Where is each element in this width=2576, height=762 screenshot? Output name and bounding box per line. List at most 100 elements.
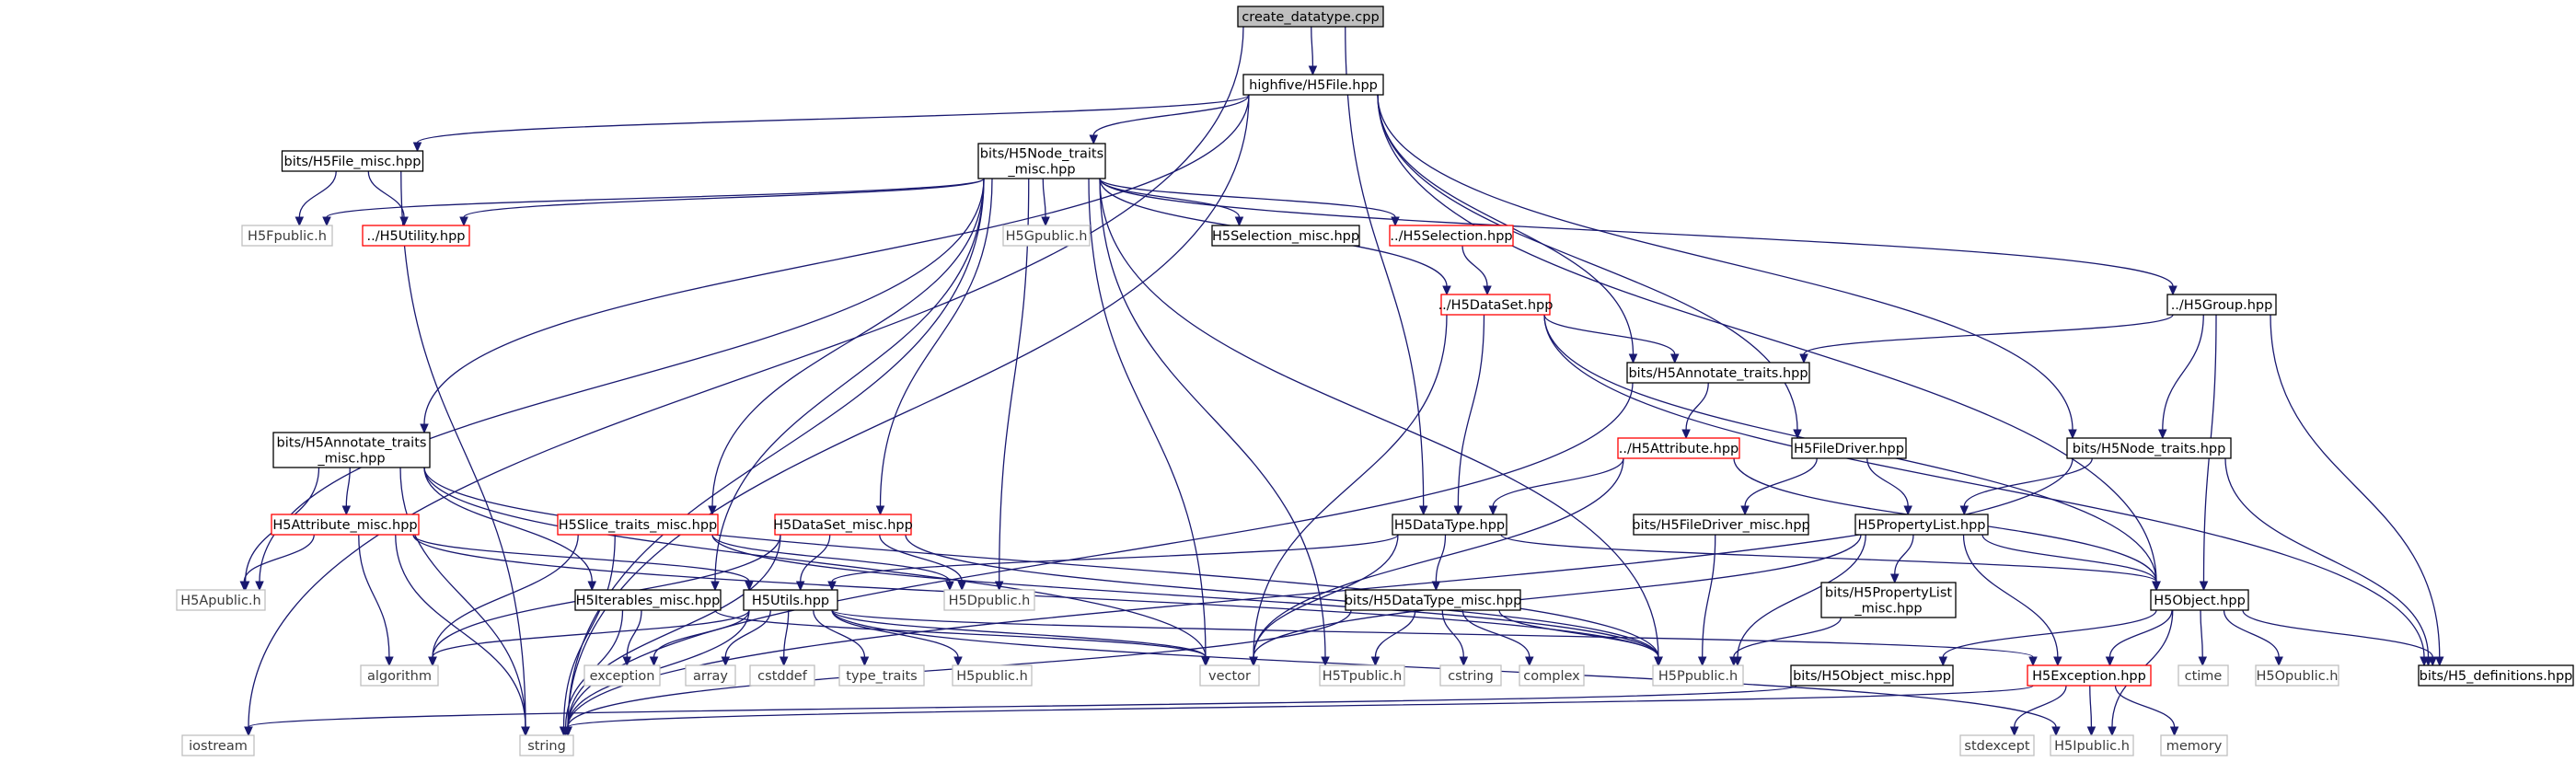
node-h5utils[interactable]: H5Utils.hpp (743, 589, 838, 611)
node-create[interactable]: create_datatype.cpp (1237, 6, 1384, 28)
edge-arrowhead (1938, 656, 1948, 667)
node-h5utility[interactable]: ../H5Utility.hpp (362, 225, 470, 247)
node-box (743, 589, 838, 611)
node-h5group[interactable]: ../H5Group.hpp (2166, 294, 2277, 316)
node-box (1392, 514, 1507, 536)
edge-h5filedriver-to-filedrivermisc (1740, 457, 1818, 516)
edge-arrowhead (2434, 656, 2444, 667)
node-label: highfive/H5File.hpp (1249, 78, 1378, 93)
node-h5filedriver[interactable]: H5FileDriver.hpp (1791, 437, 1907, 459)
node-h5exception[interactable]: H5Exception.hpp (2027, 664, 2152, 687)
node-proplistmisc[interactable]: bits/H5PropertyList_misc.hpp (1820, 582, 1957, 618)
node-datasetmisc[interactable]: H5DataSet_misc.hpp (773, 514, 913, 536)
edge-line (1543, 314, 1676, 355)
node-box (181, 734, 255, 756)
node-box (1319, 664, 1405, 687)
node-box (1199, 664, 1260, 687)
node-label: ../H5Utility.hpp (366, 229, 465, 244)
edge-line (423, 467, 1659, 658)
edge-line (1099, 178, 1659, 658)
node-label: array (693, 669, 728, 684)
node-nodetraits[interactable]: bits/H5Node_traits.hpp (2066, 437, 2232, 459)
edge-line (1737, 534, 1866, 658)
node-h5object[interactable]: H5Object.hpp (2150, 589, 2249, 611)
edge-arrowhead (1654, 656, 1663, 667)
node-annotatetraitsmisc[interactable]: bits/H5Annotate_traits_misc.hpp (272, 432, 431, 468)
edge-nodetraitsmisc-to-selmisc (1099, 178, 1244, 227)
edge-arrowhead (1089, 134, 1099, 145)
node-h5tpublic: H5Tpublic.h (1319, 664, 1405, 687)
node-label: H5Selection_misc.hpp (1212, 229, 1359, 244)
edge-nodetraitsmisc-to-iterablesmisc (710, 178, 985, 592)
edge-arrowhead (827, 581, 837, 592)
edge-arrowhead (1391, 216, 1400, 227)
node-h5dpublic: H5Dpublic.h (943, 589, 1035, 611)
edge-create-to-h5file (1308, 26, 1318, 76)
node-label: cstddef (757, 669, 808, 684)
edge-create-to-h5datatype (1345, 26, 1428, 516)
edge-line (1253, 457, 1624, 658)
edge-arrowhead (1903, 505, 1912, 516)
node-selmisc[interactable]: H5Selection_misc.hpp (1211, 225, 1360, 247)
node-h5datatype[interactable]: H5DataType.hpp (1392, 514, 1507, 536)
edge-line (1042, 178, 1046, 218)
edge-arrowhead (745, 581, 754, 592)
node-iterablesmisc[interactable]: H5Iterables_misc.hpp (574, 589, 722, 611)
edge-line (567, 685, 2034, 728)
node-label: complex (1523, 669, 1580, 684)
node-nodetraitsmisc[interactable]: bits/H5Node_traits_misc.hpp (977, 143, 1106, 179)
edge-line (1253, 534, 1862, 658)
edge-line (2162, 314, 2204, 431)
edge-h5exception-to-stdexcept (2009, 685, 2067, 737)
node-h5selection[interactable]: ../H5Selection.hpp (1389, 225, 1514, 247)
node-annotatetraits[interactable]: bits/H5Annotate_traits.hpp (1626, 362, 1810, 384)
edge-line (1092, 94, 1250, 136)
edge-line (1099, 178, 2174, 287)
node-box (271, 514, 420, 536)
node-label: H5Iterables_misc.hpp (576, 594, 721, 608)
edge-line (567, 178, 985, 728)
node-label: ../H5DataSet.hpp (1438, 298, 1554, 313)
edge-arrowhead (2199, 581, 2209, 592)
node-label: bits/H5PropertyList (1825, 586, 1953, 601)
edge-arrowhead (2198, 656, 2208, 667)
node-filemisc[interactable]: bits/H5File_misc.hpp (281, 150, 424, 172)
edge-datatypemisc-to-cstring (1441, 609, 1469, 667)
edge-line (358, 534, 390, 658)
node-label: ../H5Selection.hpp (1390, 229, 1512, 244)
node-label: ../H5Attribute.hpp (1619, 442, 1739, 456)
edge-iterablesmisc-to-exception (622, 609, 642, 667)
edge-line (1942, 609, 2157, 658)
node-filedrivermisc[interactable]: bits/H5FileDriver_misc.hpp (1632, 514, 1810, 536)
node-h5dataset[interactable]: ../H5DataSet.hpp (1438, 294, 1554, 316)
node-h5file[interactable]: highfive/H5File.hpp (1242, 74, 1384, 96)
node-slicetraitsmisc[interactable]: H5Slice_traits_misc.hpp (557, 514, 719, 536)
edge-line (432, 609, 750, 658)
node-attrmisc[interactable]: H5Attribute_misc.hpp (271, 514, 420, 536)
edge-h5group-to-annotatetraits (1799, 314, 2174, 364)
node-box (1211, 225, 1360, 247)
node-label: H5Opublic.h (2257, 669, 2339, 684)
edge-line (1377, 94, 2157, 583)
node-box (685, 664, 736, 687)
node-h5definitions[interactable]: bits/H5_definitions.hpp (2418, 664, 2574, 687)
node-box (1854, 514, 1989, 536)
edge-arrowhead (428, 656, 437, 667)
edge-h5file-to-filemisc (412, 94, 1250, 153)
edge-line (783, 609, 790, 658)
node-box (2177, 664, 2229, 687)
edge-line (1099, 178, 1241, 218)
edge-datasetmisc-to-h5dpublic (879, 534, 966, 592)
edge-line (1685, 382, 1709, 431)
node-box (1820, 582, 1957, 618)
edge-nodetraitsmisc-to-slicetraitsmisc (708, 178, 985, 516)
edge-h5group-to-nodetraits (2158, 314, 2204, 440)
node-datatypemisc[interactable]: bits/H5DataType_misc.hpp (1345, 589, 1522, 611)
edge-h5propertylist-to-h5exception (1962, 534, 2062, 667)
node-objectmisc[interactable]: bits/H5Object_misc.hpp (1790, 664, 1954, 687)
node-h5attribute[interactable]: ../H5Attribute.hpp (1617, 437, 1740, 459)
node-label: vector (1208, 669, 1251, 684)
node-h5propertylist[interactable]: H5PropertyList.hpp (1854, 514, 1989, 536)
edge-arrowhead (2274, 656, 2283, 667)
node-box (1345, 589, 1521, 611)
